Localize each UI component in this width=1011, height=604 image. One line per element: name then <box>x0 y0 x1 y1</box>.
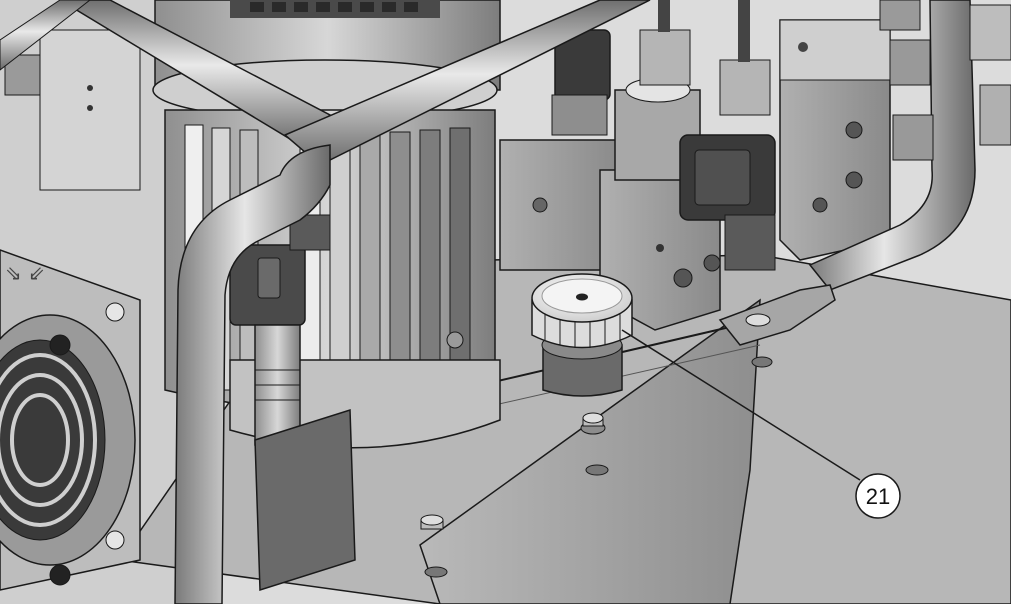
pressure-switch <box>229 214 356 592</box>
airflow-arrow-icon: ⇘ ⇙ <box>5 261 45 285</box>
callout-leader-line <box>621 329 861 481</box>
reservoir-filler-cap <box>531 273 633 397</box>
tank-bolts <box>420 307 773 578</box>
tank-side-wall <box>419 298 761 604</box>
electric-motor <box>152 0 501 449</box>
callout-21: 21 <box>621 329 901 519</box>
callout-number: 21 <box>866 484 890 509</box>
hydraulic-hoses <box>718 0 1011 346</box>
callout-circle <box>855 473 901 519</box>
frame-tube <box>0 0 651 604</box>
valve-manifold <box>499 0 921 331</box>
mounting-bracket <box>4 29 141 191</box>
cooling-fan: ⇘ ⇙ <box>0 249 141 591</box>
